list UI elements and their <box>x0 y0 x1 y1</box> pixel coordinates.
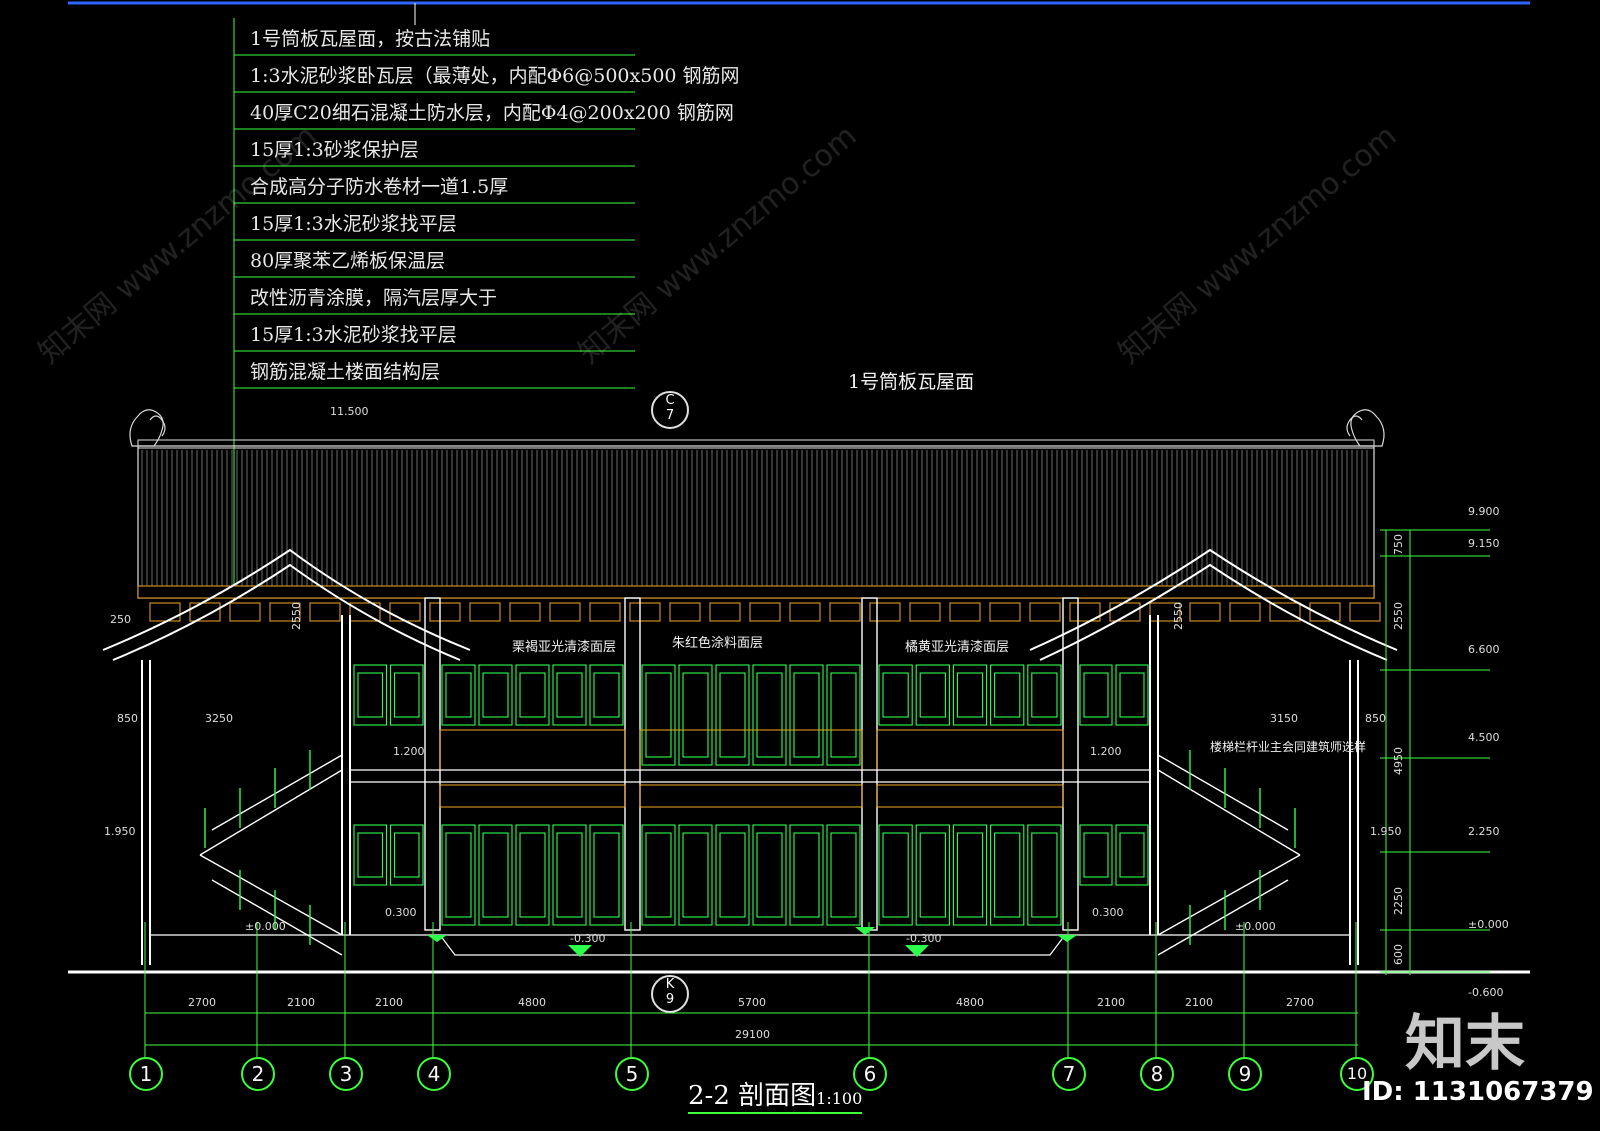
watermark-logo: 知末 <box>1405 1009 1525 1079</box>
roof-note-8: 改性沥青涂膜，隔汽层厚大于 <box>250 287 498 309</box>
floor-bands <box>439 729 1064 808</box>
paint-label-mid: 朱红色涂料面层 <box>672 636 764 651</box>
drawing-title-scale: 1:100 <box>816 1089 863 1108</box>
roof-note-4: 15厚1:3砂浆保护层 <box>250 139 419 161</box>
ridge-ornament-right <box>1346 409 1385 447</box>
left-wing-gable <box>102 548 471 965</box>
roof-note-10: 钢筋混凝土楼面结构层 <box>250 361 441 383</box>
vdim-left-eave: 2550 <box>290 602 303 630</box>
stair-right <box>1157 754 1301 956</box>
axis-bubble-8: 8 <box>1140 1057 1174 1091</box>
span-4: 4800 <box>518 996 546 1009</box>
span-7: 2100 <box>1097 996 1125 1009</box>
axis-bubble-6: 6 <box>853 1057 887 1091</box>
roof-note-6: 15厚1:3水泥砂浆找平层 <box>250 213 457 235</box>
roof-label: 1号筒板瓦屋面 <box>848 371 975 393</box>
section-tag-top-lower: 7 <box>665 408 675 423</box>
window-panels <box>353 664 1149 926</box>
railing-label: 楼梯栏杆业主会同建筑师选样 <box>1210 740 1367 754</box>
drawing-title-main: 2-2 剖面图 <box>688 1081 817 1111</box>
bracket-band <box>149 602 1381 622</box>
span-9: 2700 <box>1286 996 1314 1009</box>
stair-left <box>199 754 343 956</box>
axis-bubble-9: 9 <box>1228 1057 1262 1091</box>
span-total: 29100 <box>735 1028 770 1041</box>
elev-right-landing: 1.950 <box>1370 825 1402 838</box>
section-tag-top-upper: C <box>665 393 675 408</box>
elev-right-top: 9.900 <box>1468 505 1500 518</box>
span-1: 2700 <box>188 996 216 1009</box>
elev-right-5: 2.250 <box>1468 825 1500 838</box>
dim-eave-small: 250 <box>110 613 131 626</box>
vdim-3: 4950 <box>1392 747 1405 775</box>
axis-lines <box>144 922 1357 1058</box>
section-tag-top: C 7 <box>651 391 689 429</box>
elev-left-ground: ±0.000 <box>245 920 286 933</box>
axis-bubble-4: 4 <box>417 1057 451 1091</box>
section-tag-bottom-lower: 9 <box>665 992 675 1007</box>
section-tag-bottom-upper: K <box>665 977 675 992</box>
left-eave-dim: 850 <box>117 712 138 725</box>
elev-roof-left: 11.500 <box>330 405 369 418</box>
axis-bubble-3: 3 <box>329 1057 363 1091</box>
span-6: 4800 <box>956 996 984 1009</box>
axis-bubble-1: 1 <box>129 1057 163 1091</box>
paint-label-left: 栗褐亚光清漆面层 <box>512 640 617 655</box>
vdim-right-eave: 2550 <box>1172 602 1185 630</box>
elev-left-landing: 1.950 <box>104 825 136 838</box>
axis-bubble-5: 5 <box>615 1057 649 1091</box>
vdim-5: 600 <box>1392 944 1405 965</box>
right-span-dim: 3150 <box>1270 712 1298 725</box>
section-tag-bottom: K 9 <box>651 975 689 1013</box>
elev-right-floor: 0.300 <box>1092 906 1124 919</box>
span-8: 2100 <box>1185 996 1213 1009</box>
right-eave-dim: 850 <box>1365 712 1386 725</box>
axis-bubble-2: 2 <box>241 1057 275 1091</box>
roof-note-9: 15厚1:3水泥砂浆找平层 <box>250 324 457 346</box>
elev-left-floor: 0.300 <box>385 906 417 919</box>
elev-right-2: 9.150 <box>1468 537 1500 550</box>
span-2: 2100 <box>287 996 315 1009</box>
elev-center-left: -0.300 <box>570 932 606 945</box>
span-5: 5700 <box>738 996 766 1009</box>
main-roof <box>137 439 1375 599</box>
span-3: 2100 <box>375 996 403 1009</box>
elev-right-mid: 1.200 <box>1090 745 1122 758</box>
watermark-id: ID: 1131067379 <box>1362 1077 1594 1107</box>
axis-bubble-7: 7 <box>1052 1057 1086 1091</box>
elev-right-6: ±0.000 <box>1468 918 1509 931</box>
vdim-2: 2550 <box>1392 602 1405 630</box>
right-wing-gable <box>1029 548 1398 965</box>
elev-center-right: -0.300 <box>906 932 942 945</box>
roof-note-1: 1号筒板瓦屋面，按古法铺贴 <box>250 28 491 50</box>
drawing-title: 2-2 剖面图1:100 <box>688 1075 863 1114</box>
elev-right-7: -0.600 <box>1468 986 1504 999</box>
roof-note-5: 合成高分子防水卷材一道1.5厚 <box>250 176 509 198</box>
elev-right-3: 6.600 <box>1468 643 1500 656</box>
elev-right-4: 4.500 <box>1468 731 1500 744</box>
elev-right-ground: ±0.000 <box>1235 920 1276 933</box>
axis-bubble-10: 10 <box>1340 1057 1374 1091</box>
vdim-4: 2250 <box>1392 887 1405 915</box>
elev-left-mid: 1.200 <box>393 745 425 758</box>
roof-note-2: 1:3水泥砂浆卧瓦层（最薄处，内配Φ6@500x500 钢筋网 <box>250 65 740 87</box>
left-span-dim: 3250 <box>205 712 233 725</box>
vdim-1: 750 <box>1392 534 1405 555</box>
paint-label-right: 橘黄亚光清漆面层 <box>905 640 1010 655</box>
roof-note-table <box>233 18 635 600</box>
roof-note-3: 40厚C20细石混凝土防水层，内配Φ4@200x200 钢筋网 <box>250 102 734 124</box>
ridge-ornament-left <box>129 409 166 447</box>
roof-note-7: 80厚聚苯乙烯板保温层 <box>250 250 446 272</box>
